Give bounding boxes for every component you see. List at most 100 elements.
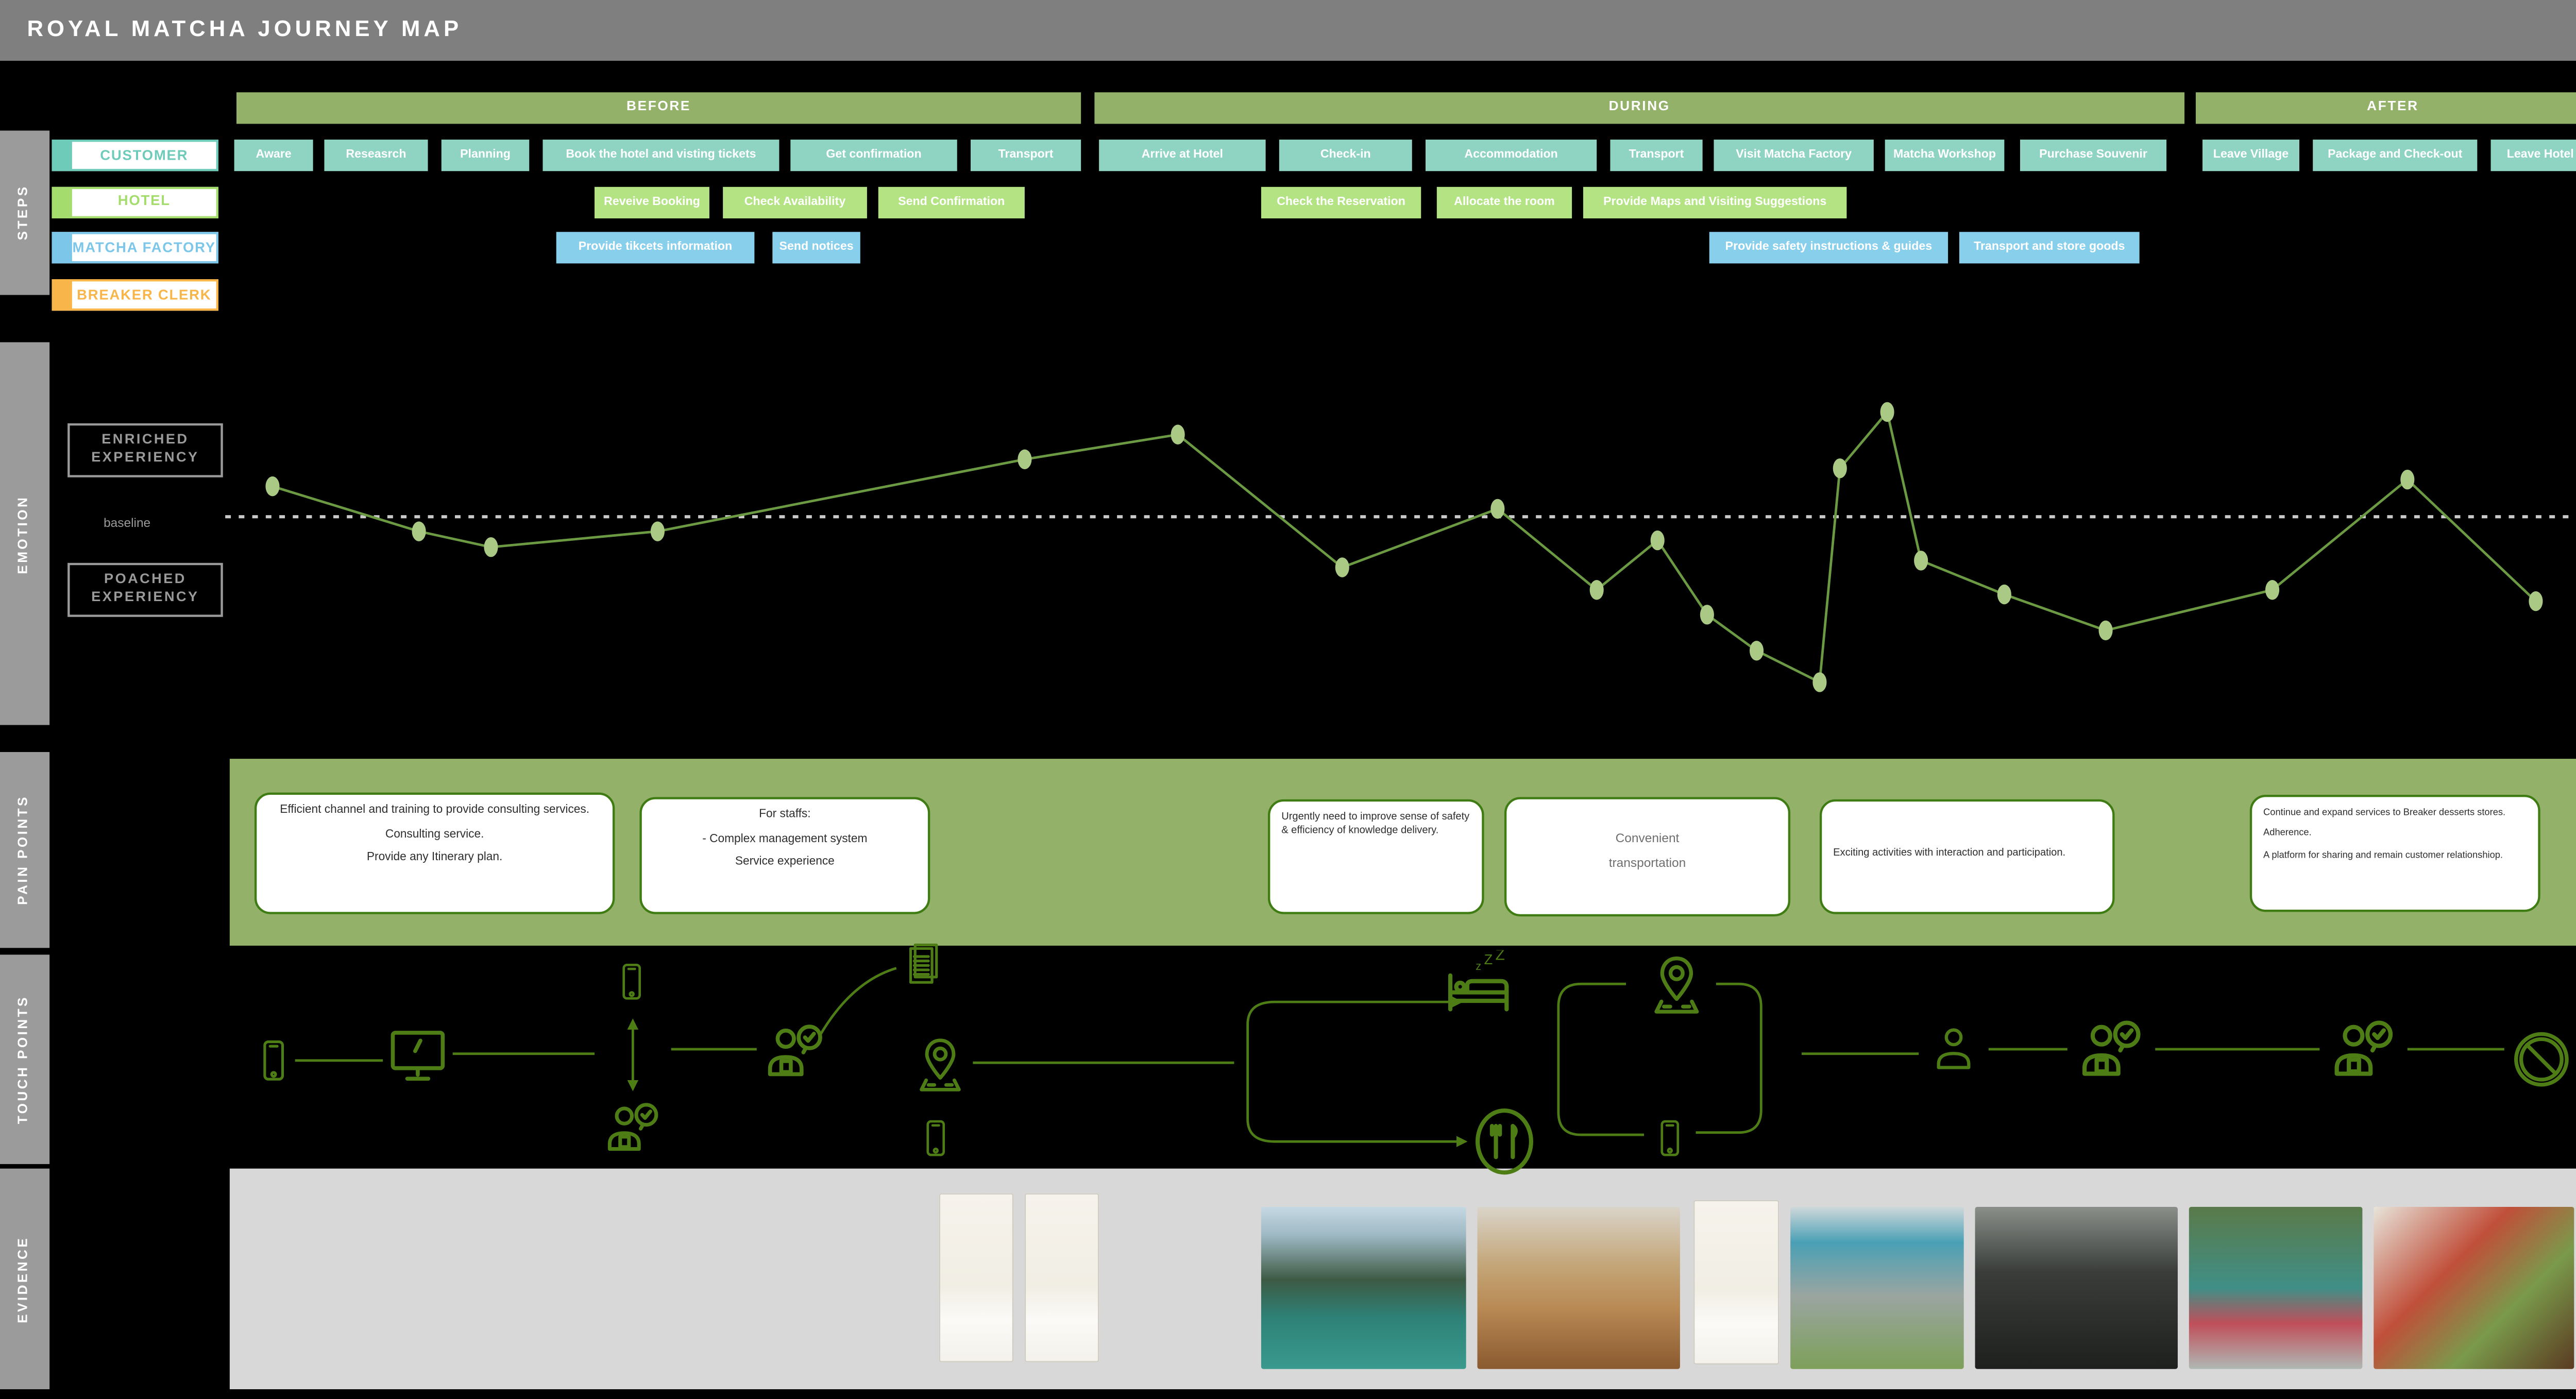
lakeside-visitors-photo bbox=[2189, 1206, 2363, 1369]
step-chip-factory: Send notices bbox=[772, 232, 860, 264]
pain-point-card: Continue and expand services to Breaker … bbox=[2249, 795, 2540, 912]
emotion-point bbox=[265, 476, 280, 497]
emotion-point bbox=[1880, 402, 1894, 422]
dining-plate-icon bbox=[1478, 1111, 1531, 1172]
sleep-bed-icon bbox=[1450, 947, 1506, 1010]
emotion-point bbox=[1335, 557, 1349, 577]
title-bar: ROYAL MATCHA JOURNEY MAP bbox=[0, 0, 2576, 61]
touchpoint-connector bbox=[1696, 982, 1762, 1134]
actor-badge-clerk: BREAKER CLERK bbox=[52, 279, 219, 311]
baseline-label: baseline bbox=[104, 518, 151, 532]
phase-header-after: AFTER bbox=[2195, 92, 2576, 124]
lake-mountains-photo bbox=[1261, 1206, 1466, 1369]
clerk-chat-icon bbox=[609, 1105, 656, 1149]
step-chip-hotel: Send Confirmation bbox=[878, 185, 1025, 217]
actor-badge-customer: CUSTOMER bbox=[52, 140, 219, 172]
step-chip-factory: Transport and store goods bbox=[1959, 232, 2140, 264]
maps-route-screenshot bbox=[1024, 1193, 1099, 1362]
no-entry-icon bbox=[2516, 1034, 2567, 1084]
step-chip-hotel: Check the Reservation bbox=[1261, 185, 1421, 217]
tea-tools-counter-photo bbox=[1975, 1206, 2178, 1369]
pain-point-text: - Complex management system bbox=[702, 832, 868, 846]
step-chip-customer: Transport bbox=[1610, 140, 1703, 172]
step-chip-customer: Package and Check-out bbox=[2313, 140, 2478, 172]
step-chip-customer: Reseasrch bbox=[324, 140, 428, 172]
step-chip-customer: Purchase Souvenir bbox=[2020, 140, 2167, 172]
page-title: ROYAL MATCHA JOURNEY MAP bbox=[27, 18, 463, 43]
map-location-pin-icon bbox=[922, 1040, 959, 1090]
sidebar-section-emotion: EMOTION bbox=[0, 342, 50, 725]
emotion-point bbox=[2098, 620, 2113, 641]
step-chip-hotel: Reveive Booking bbox=[594, 185, 709, 217]
emotion-point bbox=[1914, 551, 1928, 571]
phase-header-before: BEFORE bbox=[236, 92, 1081, 124]
emotion-point bbox=[1997, 584, 2011, 605]
emotion-point bbox=[1700, 605, 1714, 625]
pain-point-text: Consulting service. bbox=[385, 827, 484, 841]
emotion-point bbox=[1833, 458, 1847, 479]
emotion-point bbox=[1171, 424, 1185, 445]
emotion-point bbox=[2265, 580, 2280, 600]
emotion-point bbox=[1812, 672, 1827, 692]
pain-point-card: Urgently need to improve sense of safety… bbox=[1267, 799, 1484, 914]
pain-point-text: Adherence. bbox=[2263, 827, 2312, 839]
pain-point-text: A platform for sharing and remain custom… bbox=[2263, 847, 2503, 859]
actor-badge-hotel: HOTEL bbox=[52, 185, 219, 217]
pain-point-text: Efficient channel and training to provid… bbox=[280, 804, 590, 817]
pain-point-card: Efficient channel and training to provid… bbox=[254, 792, 615, 914]
actor-badge-factory: MATCHA FACTORY bbox=[52, 232, 219, 264]
emotion-point bbox=[1018, 449, 1032, 469]
pain-point-text: transportation bbox=[1608, 857, 1686, 871]
step-chip-customer: Planning bbox=[441, 140, 530, 172]
step-chip-customer: Matcha Workshop bbox=[1885, 140, 2005, 172]
map-location-pin-icon bbox=[1656, 959, 1697, 1012]
emotion-point bbox=[2529, 591, 2543, 611]
clerk-chat-icon bbox=[770, 1027, 820, 1074]
smartphone-icon bbox=[928, 1121, 944, 1155]
touchpoint-connector bbox=[1246, 996, 1468, 1147]
sidebar-section-pain-points: PAIN POINTS bbox=[0, 752, 50, 948]
step-chip-customer: Accommodation bbox=[1425, 140, 1597, 172]
emotion-point bbox=[1490, 499, 1505, 519]
sidebar-section-steps: STEPS bbox=[0, 130, 50, 295]
step-chip-hotel: Check Availability bbox=[723, 185, 867, 217]
pain-point-text: Provide any Itinerary plan. bbox=[366, 851, 503, 865]
emotion-point bbox=[650, 521, 665, 541]
pain-point-text: Urgently need to improve sense of safety… bbox=[1281, 810, 1470, 835]
tour-guide-icon bbox=[1939, 1030, 1969, 1068]
touchpoint-connector bbox=[819, 967, 897, 1036]
step-chip-factory: Provide safety instructions & guides bbox=[1709, 232, 1948, 264]
emotion-point bbox=[2400, 469, 2415, 490]
step-chip-factory: Provide tikcets information bbox=[556, 232, 755, 264]
clerk-chat-icon bbox=[2084, 1023, 2138, 1074]
emotion-point bbox=[1589, 580, 1604, 600]
touchpoint-connector bbox=[1557, 982, 1644, 1136]
step-chip-hotel: Allocate the room bbox=[1436, 185, 1572, 217]
pain-point-text: Continue and expand services to Breaker … bbox=[2263, 806, 2506, 817]
maps-navigation-screenshot bbox=[1693, 1200, 1780, 1364]
itinerary-document-icon bbox=[911, 945, 937, 983]
matcha-workshop-photo bbox=[1790, 1206, 1964, 1369]
smartphone-icon bbox=[265, 1042, 283, 1079]
step-chip-customer: Arrive at Hotel bbox=[1099, 140, 1266, 172]
clerk-chat-icon bbox=[2337, 1023, 2391, 1074]
pain-point-text: Service experience bbox=[735, 856, 835, 869]
wooden-restaurant-photo bbox=[1477, 1206, 1680, 1369]
emotion-point bbox=[1749, 641, 1764, 661]
step-chip-hotel: Provide Maps and Visiting Suggestions bbox=[1583, 185, 1847, 217]
desktop-monitor-icon bbox=[393, 1033, 443, 1079]
souvenir-shelves-photo bbox=[2374, 1206, 2574, 1369]
step-chip-customer: Aware bbox=[234, 140, 313, 172]
sidebar-section-evidence: EVIDENCE bbox=[0, 1168, 50, 1390]
smartphone-icon bbox=[1662, 1121, 1678, 1155]
emotion-point bbox=[1650, 530, 1665, 551]
pain-point-text: For staffs: bbox=[759, 808, 811, 822]
step-chip-customer: Leave Village bbox=[2202, 140, 2299, 172]
smartphone-icon bbox=[624, 965, 640, 998]
